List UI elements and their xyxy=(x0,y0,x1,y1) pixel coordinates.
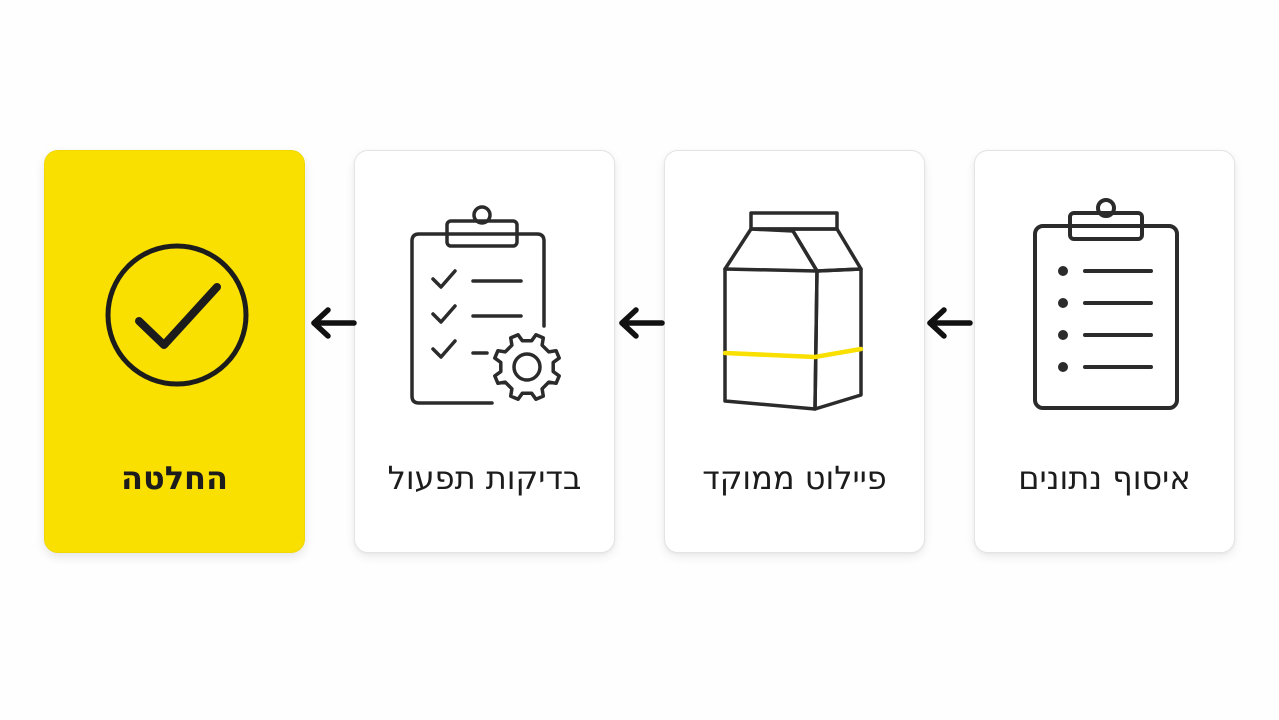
milk-carton-icon xyxy=(722,211,864,411)
check-circle-icon xyxy=(105,243,249,387)
clipboard-list-icon xyxy=(1033,198,1179,410)
arrow-left-icon xyxy=(610,302,670,344)
step-card-operational-tests: בדיקות תפעול xyxy=(354,150,615,553)
arrow-left-icon xyxy=(918,302,978,344)
step-card-focused-pilot: פיילוט ממוקד xyxy=(664,150,925,553)
arrow-left-icon xyxy=(302,302,362,344)
step-label: בדיקות תפעול xyxy=(387,459,582,497)
step-card-data-collection: איסוף נתונים xyxy=(974,150,1235,553)
step-label: איסוף נתונים xyxy=(1018,459,1191,497)
step-label: פיילוט ממוקד xyxy=(702,459,887,497)
clipboard-checklist-gear-icon xyxy=(410,205,561,405)
step-label: החלטה xyxy=(120,459,229,497)
step-card-decision: החלטה xyxy=(44,150,305,553)
